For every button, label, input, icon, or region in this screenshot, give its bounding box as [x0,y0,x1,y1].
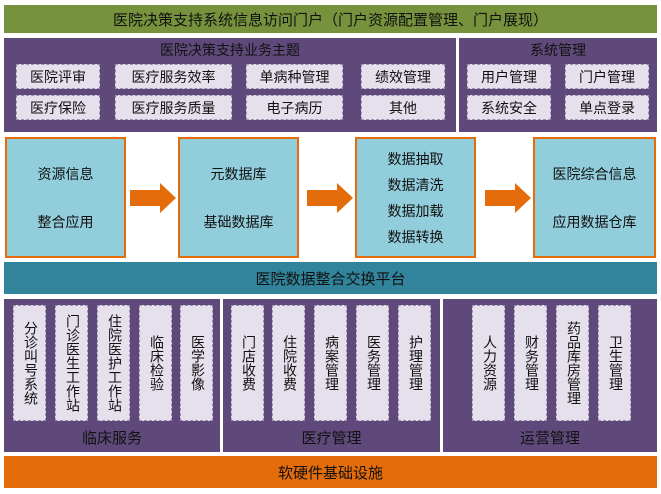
ops-pharmacy-warehouse: 药品库房管理 [556,305,589,421]
flow-box-metadata: 元数据库 基础数据库 [178,137,299,258]
business-topics-title: 医院决策支持业务主题 [160,43,300,59]
topic-hospital-review: 医院评审 [16,64,100,89]
clinical-outpatient-workstation: 门诊医生工作站 [55,305,88,421]
topic-electronic-records: 电子病历 [246,95,343,120]
topic-other: 其他 [361,95,445,120]
sys-user-management: 用户管理 [467,64,551,89]
flow-box-line: 数据加载 [387,203,444,220]
sys-system-security: 系统安全 [467,95,551,120]
system-management-title: 系统管理 [530,43,586,59]
flow-box-line: 医院综合信息 [552,166,637,183]
ops-human-resources: 人力资源 [472,305,505,421]
infrastructure-bar: 软硬件基础设施 [4,456,657,488]
medical-management-title: 医疗管理 [301,428,362,447]
operations-management-title: 运营管理 [519,428,580,447]
medical-affairs-management: 医务管理 [356,305,389,421]
medical-clinic-billing: 门店收费 [231,305,264,421]
medical-inpatient-billing: 住院收费 [272,305,305,421]
clinical-medical-imaging: 医学影像 [180,305,213,421]
flow-box-line: 资源信息 [37,166,94,183]
topic-performance-management: 绩效管理 [361,64,445,89]
flow-box-line: 数据清洗 [387,177,444,194]
medical-management-panel: 门店收费 住院收费 病案管理 医务管理 护理管理 医疗管理 [223,299,440,452]
medical-nursing-management: 护理管理 [398,305,431,421]
flow-box-line: 基础数据库 [203,214,274,231]
flow-box-line: 数据转换 [387,229,444,246]
arrow-right-icon [307,183,353,213]
infrastructure-title: 软硬件基础设施 [277,463,383,482]
business-topics-panel: 医院决策支持业务主题 医院评审 医疗服务效率 单病种管理 绩效管理 医疗保险 医… [4,38,456,132]
integration-platform-bar: 医院数据整合交换平台 [4,262,657,294]
platform-title: 医院数据整合交换平台 [255,269,406,288]
operations-management-panel: 人力资源 财务管理 药品库房管理 卫生管理 运营管理 [443,299,657,452]
flow-box-resource-integration: 资源信息 整合应用 [5,137,126,258]
topic-medical-insurance: 医疗保险 [16,95,100,120]
sys-single-sign-on: 单点登录 [565,95,649,120]
clinical-lab-testing: 临床检验 [139,305,172,421]
flow-box-line: 应用数据仓库 [552,214,637,231]
clinical-services-title: 临床服务 [81,428,142,447]
arrow-right-icon [130,183,176,213]
topic-service-quality: 医疗服务质量 [115,95,232,120]
flow-box-data-warehouse: 医院综合信息 应用数据仓库 [533,137,656,258]
topic-service-efficiency: 医疗服务效率 [115,64,232,89]
flow-box-etl: 数据抽取 数据清洗 数据加载 数据转换 [355,137,476,258]
flow-box-line: 元数据库 [210,166,267,183]
portal-title: 医院决策支持系统信息访问门户（门户资源配置管理、门户展现） [112,10,548,29]
ops-finance-management: 财务管理 [514,305,547,421]
sys-portal-management: 门户管理 [565,64,649,89]
flow-box-line: 数据抽取 [387,151,444,168]
ops-health-management: 卫生管理 [598,305,631,421]
clinical-triage-queue: 分诊叫号系统 [13,305,46,421]
system-management-panel: 系统管理 用户管理 门户管理 系统安全 单点登录 [459,38,657,132]
flow-box-line: 整合应用 [37,214,94,231]
clinical-inpatient-workstation: 住院医护工作站 [97,305,130,421]
topic-single-disease-management: 单病种管理 [246,64,343,89]
portal-bar: 医院决策支持系统信息访问门户（门户资源配置管理、门户展现） [4,5,657,33]
clinical-services-panel: 分诊叫号系统 门诊医生工作站 住院医护工作站 临床检验 医学影像 临床服务 [4,299,220,452]
arrow-right-icon [485,183,531,213]
medical-records-management: 病案管理 [314,305,347,421]
